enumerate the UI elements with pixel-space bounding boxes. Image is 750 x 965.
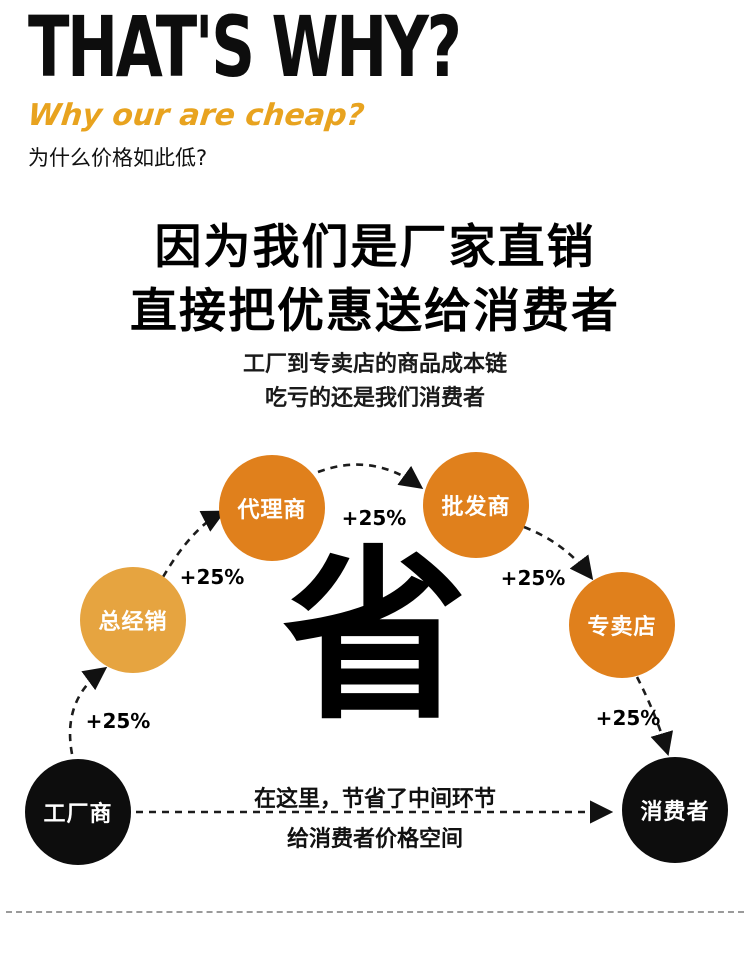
- node-factory-label: 工厂商: [43, 802, 113, 827]
- node-consumer: 消费者: [622, 757, 728, 863]
- node-retail-store-label: 专卖店: [587, 615, 657, 640]
- page-title: THAT'S WHY?: [28, 0, 462, 97]
- note-line2: 给消费者价格空间: [286, 827, 463, 852]
- node-general-distributor: 总经销: [80, 567, 186, 673]
- note-line1: 在这里，节省了中间环节: [253, 787, 496, 812]
- script-subtitle: Why our are cheap?: [26, 98, 366, 133]
- headline-line2: 直接把优惠送给消费者: [130, 284, 620, 339]
- sub-line1: 工厂到专卖店的商品成本链: [242, 352, 507, 377]
- node-wholesaler: 批发商: [423, 452, 529, 558]
- dashed-divider: [6, 911, 744, 913]
- sub-line2: 吃亏的还是我们消费者: [264, 386, 485, 411]
- headline-line1: 因为我们是厂家直销: [154, 220, 596, 275]
- markup-label-distributor: +25%: [179, 565, 245, 589]
- node-consumer-label: 消费者: [640, 800, 710, 825]
- node-agent-label: 代理商: [237, 498, 307, 523]
- node-retail-store: 专卖店: [569, 572, 675, 678]
- node-agent: 代理商: [219, 455, 325, 561]
- markup-label-agent: +25%: [341, 506, 407, 530]
- markup-label-factory: +25%: [85, 709, 151, 733]
- node-wholesaler-label: 批发商: [441, 495, 511, 520]
- arrow-agent-to-wholesaler: [317, 463, 424, 490]
- markup-label-store: +25%: [595, 706, 661, 730]
- node-factory: 工厂商: [25, 759, 131, 865]
- node-general-distributor-label: 总经销: [98, 610, 168, 635]
- markup-label-wholesaler: +25%: [500, 566, 566, 590]
- save-character: 省: [282, 529, 468, 745]
- cn-subtitle: 为什么价格如此低?: [28, 146, 208, 170]
